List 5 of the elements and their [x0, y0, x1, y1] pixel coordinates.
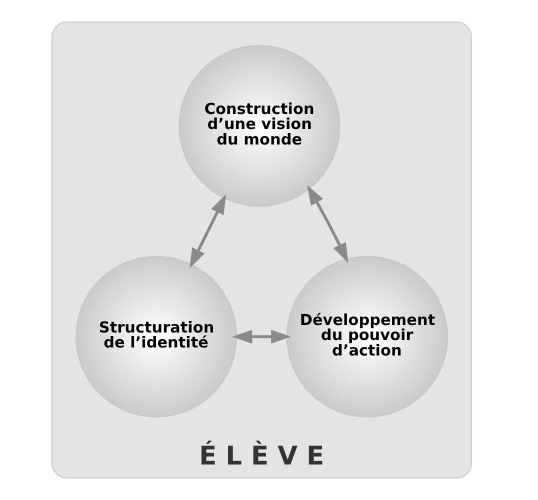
node-circle: Structuration de l’identité: [76, 256, 238, 418]
node-circle: Développement du pouvoir d’action: [286, 256, 448, 418]
arrow: [190, 194, 226, 268]
arrow: [307, 185, 348, 263]
arrow: [232, 330, 292, 344]
